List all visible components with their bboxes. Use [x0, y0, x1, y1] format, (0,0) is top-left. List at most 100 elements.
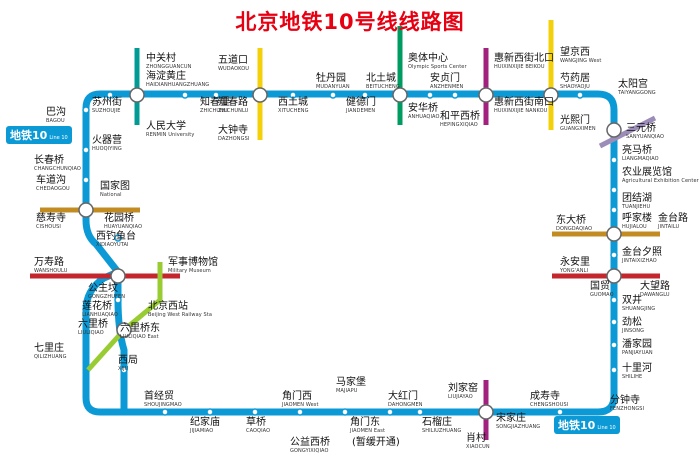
station-name: 安贞门 [430, 73, 460, 84]
line-badge-en: Line 10 [597, 425, 616, 431]
station-name: 牡丹园 [316, 73, 346, 84]
station-name-en: JIAOMEN East [350, 427, 386, 434]
line-badge-label: 地铁10 [10, 129, 48, 142]
station-name: (暂缓开通) [352, 437, 400, 448]
station-name-en: SANYUANQIAO [626, 133, 665, 140]
station-name: 呼家楼 [622, 213, 652, 224]
station-name-en: PANJIAYUAN [622, 349, 653, 356]
station-name-en: BAGOU [46, 117, 65, 124]
station-name: 团结湖 [622, 193, 652, 204]
station-name: 潘家园 [622, 339, 652, 350]
station-name-en: JIJIAMIAO [190, 427, 214, 434]
station-name: 健德门 [346, 97, 376, 108]
station-name: 金台夕照 [622, 247, 662, 258]
station-name: 北京西站 [148, 301, 188, 312]
station-name-en: XIAOCUN [466, 443, 490, 450]
map-title: 北京地铁10号线线路图 [235, 10, 465, 34]
station-name: 六里桥 [78, 319, 108, 330]
station-name: 海淀黄庄 [146, 71, 186, 82]
station-name-en: HUOQIYING [92, 145, 122, 152]
station-name: 公主坟 [88, 283, 118, 294]
station-name: 六里桥东 [120, 323, 160, 334]
station-name-en: ZHONGGUANCUN [146, 63, 192, 70]
transfer-gongzhufen [110, 268, 126, 284]
station-name-en: RENMIN University [146, 131, 195, 138]
station-name: 军事博物馆 [168, 257, 218, 268]
transfer-guomao [606, 268, 622, 284]
station-name-en: SUZHOUJIE [92, 107, 121, 114]
station-name-en: LIANHUAQIAO [82, 311, 118, 318]
station-name: 七里庄 [34, 343, 64, 354]
station-name: 知春路 [218, 97, 248, 108]
station-name-en: WUDAOKOU [218, 65, 250, 72]
transfer-hujialou [606, 226, 622, 242]
station-name-en: ANHUAQIAO [408, 113, 440, 120]
station-name-en: YONG'ANLI [560, 267, 589, 274]
station-name: 和平西桥 [440, 111, 480, 122]
station-name-en: SHUANGJING [622, 305, 656, 312]
station-name: 惠新西街北口 [494, 53, 554, 64]
station-name-en: HUIXINXIJIE BEIKOU [494, 63, 545, 70]
station-name-en: ZHICHUNLI [200, 107, 229, 114]
station-name-en: XIJU [118, 365, 129, 372]
station-name-en: TAIYANGGONG [618, 89, 656, 96]
station-name: 太阳宫 [618, 79, 648, 90]
station-name-en: SHILIHE [622, 373, 643, 380]
station-name-en: HUIXINXIJIE NANKOU [494, 107, 548, 114]
station-jiaomendong_note: (暂缓开通) [352, 437, 400, 449]
station-name-en: DONGDAQIAO [556, 225, 593, 232]
station-name-en: HEPINGXIQIAO [440, 121, 478, 128]
station-name: 角门西 [282, 391, 312, 402]
station-name: 苏州街 [92, 97, 122, 108]
station-name-en: GONGZHUFEN [88, 293, 126, 300]
station-name-en: CISHOUSI [36, 223, 61, 230]
station-name-en: ANZHENMEN [430, 83, 464, 90]
station-name-en: CHEDAOGOU [36, 185, 70, 192]
station-name-en: JIAOMEN West [282, 401, 319, 408]
station-name: 大钟寺 [218, 125, 248, 136]
line-10-loop [82, 90, 618, 416]
station-name: 火器营 [92, 135, 122, 146]
station-name-en: HUAYUANQIAO [104, 223, 143, 230]
station-name-en: MAJIAPU [336, 387, 358, 394]
station-name-en: SHAOYAOJU [560, 83, 590, 90]
station-name-en: Agricultural Exhibition Center [622, 177, 699, 184]
station-name-en: HAIDIANHUANGZHUANG [146, 81, 210, 88]
station-name: 永安里 [560, 257, 590, 268]
station-name-en: JINTAIXIZHAO [622, 257, 657, 264]
station-name: 车道沟 [36, 175, 66, 186]
airport-line [598, 115, 657, 149]
station-name-en: LIUJIAYAO [448, 393, 473, 400]
station-name-en: CHENGSHOUSI [530, 401, 569, 408]
station-name: 劲松 [622, 317, 642, 328]
station-name: 角门东 [350, 417, 380, 428]
transfer-cishousi [78, 202, 94, 218]
station-name: 光熙门 [560, 115, 590, 126]
